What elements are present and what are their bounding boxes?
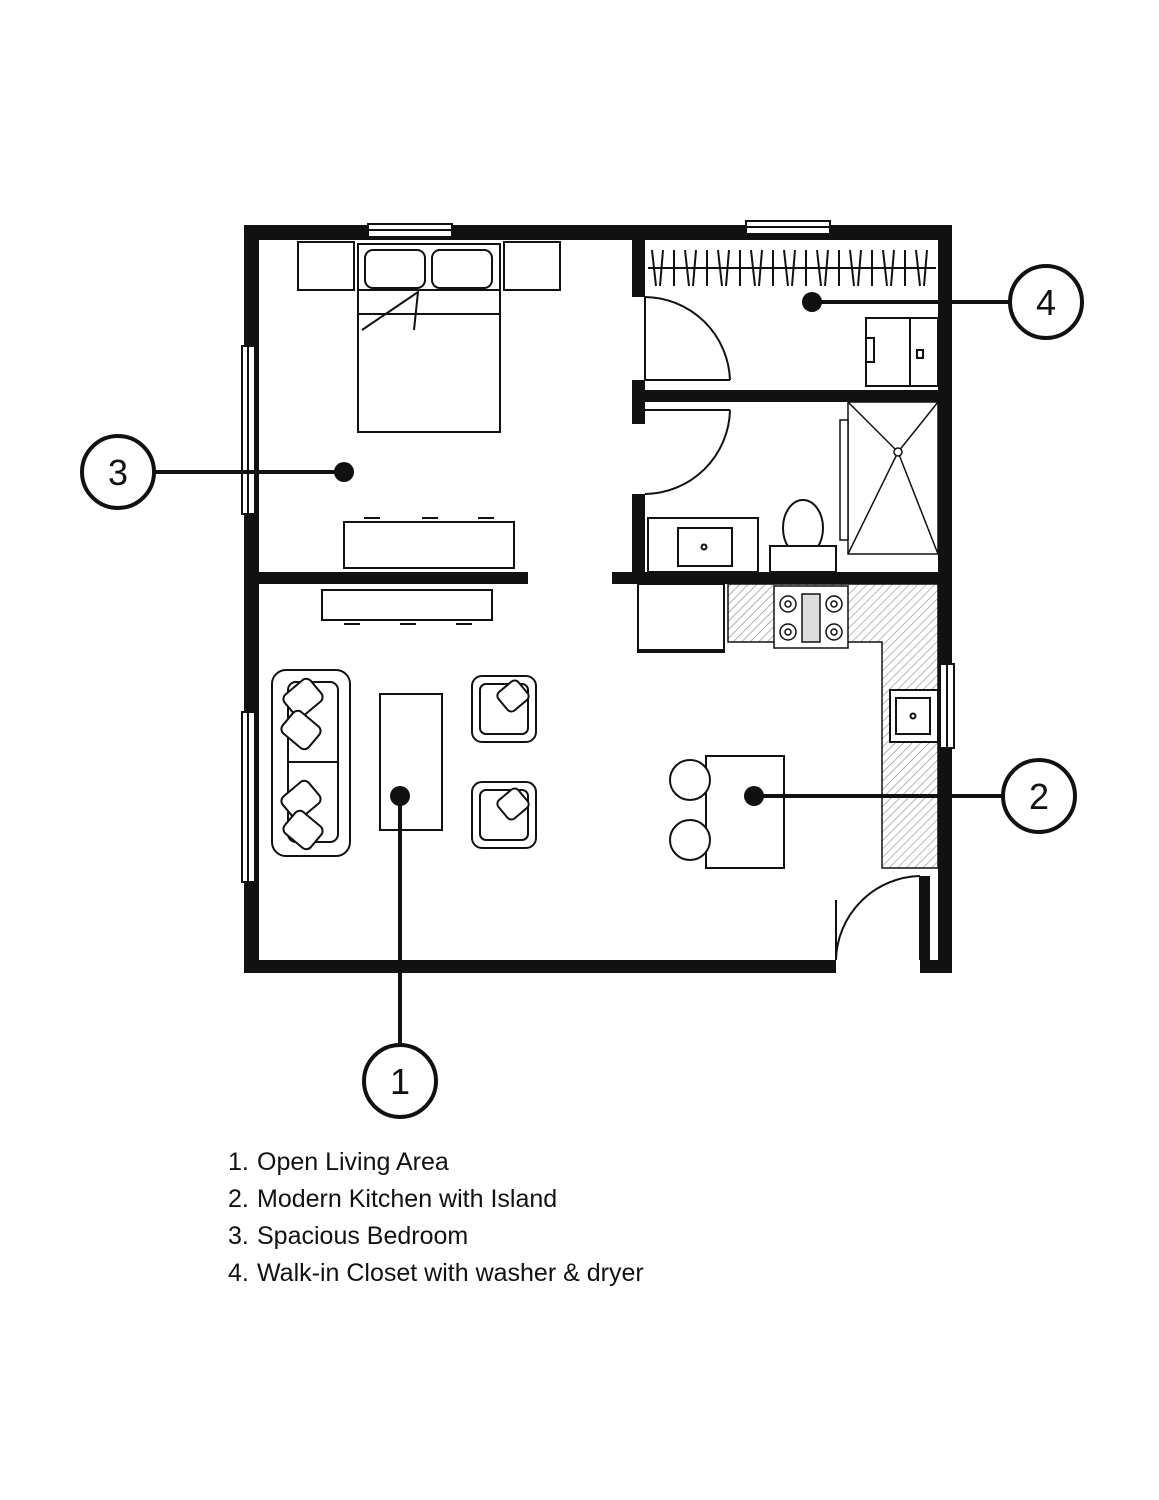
refrigerator (637, 583, 725, 653)
sofa (271, 669, 351, 857)
hanger (651, 249, 657, 287)
dresser (343, 517, 515, 569)
bathroom-vanity (647, 517, 759, 573)
hanger (725, 249, 730, 287)
hanger (890, 249, 895, 287)
shower (839, 401, 939, 555)
legend-item: 3. Spacious Bedroom (228, 1218, 644, 1255)
callout-3: 3 (80, 434, 354, 510)
legend-label: Walk-in Closet with washer & dryer (257, 1259, 644, 1287)
hanger (849, 249, 855, 287)
kitchen-island (705, 755, 785, 869)
washer-dryer (865, 317, 939, 387)
hanger (758, 249, 763, 287)
toilet (769, 499, 837, 573)
hanger (824, 249, 829, 287)
hanger (783, 249, 789, 287)
legend-label: Spacious Bedroom (257, 1222, 469, 1250)
callout-1-number: 1 (390, 1061, 410, 1102)
coffee-table (379, 693, 443, 831)
legend-item: 4. Walk-in Closet with washer & dryer (228, 1255, 644, 1292)
closet-hangers (648, 249, 936, 287)
tv-console (321, 589, 493, 625)
bar-stools (669, 759, 711, 861)
hanger (684, 249, 690, 287)
hanger (692, 249, 697, 287)
hanger (659, 249, 664, 287)
hanger (882, 249, 888, 287)
legend-label: Open Living Area (257, 1148, 449, 1176)
legend-number: 2. (228, 1185, 249, 1213)
bed (357, 243, 501, 433)
legend-number: 3. (228, 1222, 249, 1250)
legend-number: 1. (228, 1148, 249, 1176)
hanger (923, 249, 928, 287)
doors (644, 296, 921, 961)
callout-2: 2 (744, 758, 1077, 834)
hanger (717, 249, 723, 287)
legend-label: Modern Kitchen with Island (257, 1185, 558, 1213)
legend-number: 4. (228, 1259, 249, 1287)
callout-2-number: 2 (1029, 776, 1049, 817)
kitchen-sink (889, 689, 939, 743)
hanger (816, 249, 822, 287)
callout-4: 4 (802, 264, 1084, 340)
hanger (857, 249, 862, 287)
legend-list: 1. Open Living Area 2. Modern Kitchen with… (228, 1144, 644, 1292)
hanger (915, 249, 921, 287)
callout-3-number: 3 (108, 452, 128, 493)
callout-1: 1 (362, 786, 438, 1119)
callout-4-number: 4 (1036, 282, 1056, 323)
hanger (791, 249, 796, 287)
hanger (750, 249, 756, 287)
legend-item: 1. Open Living Area (228, 1144, 644, 1181)
legend-item: 2. Modern Kitchen with Island (228, 1181, 644, 1218)
armchairs (471, 675, 537, 849)
stove (773, 585, 849, 649)
nightstands (297, 241, 561, 291)
